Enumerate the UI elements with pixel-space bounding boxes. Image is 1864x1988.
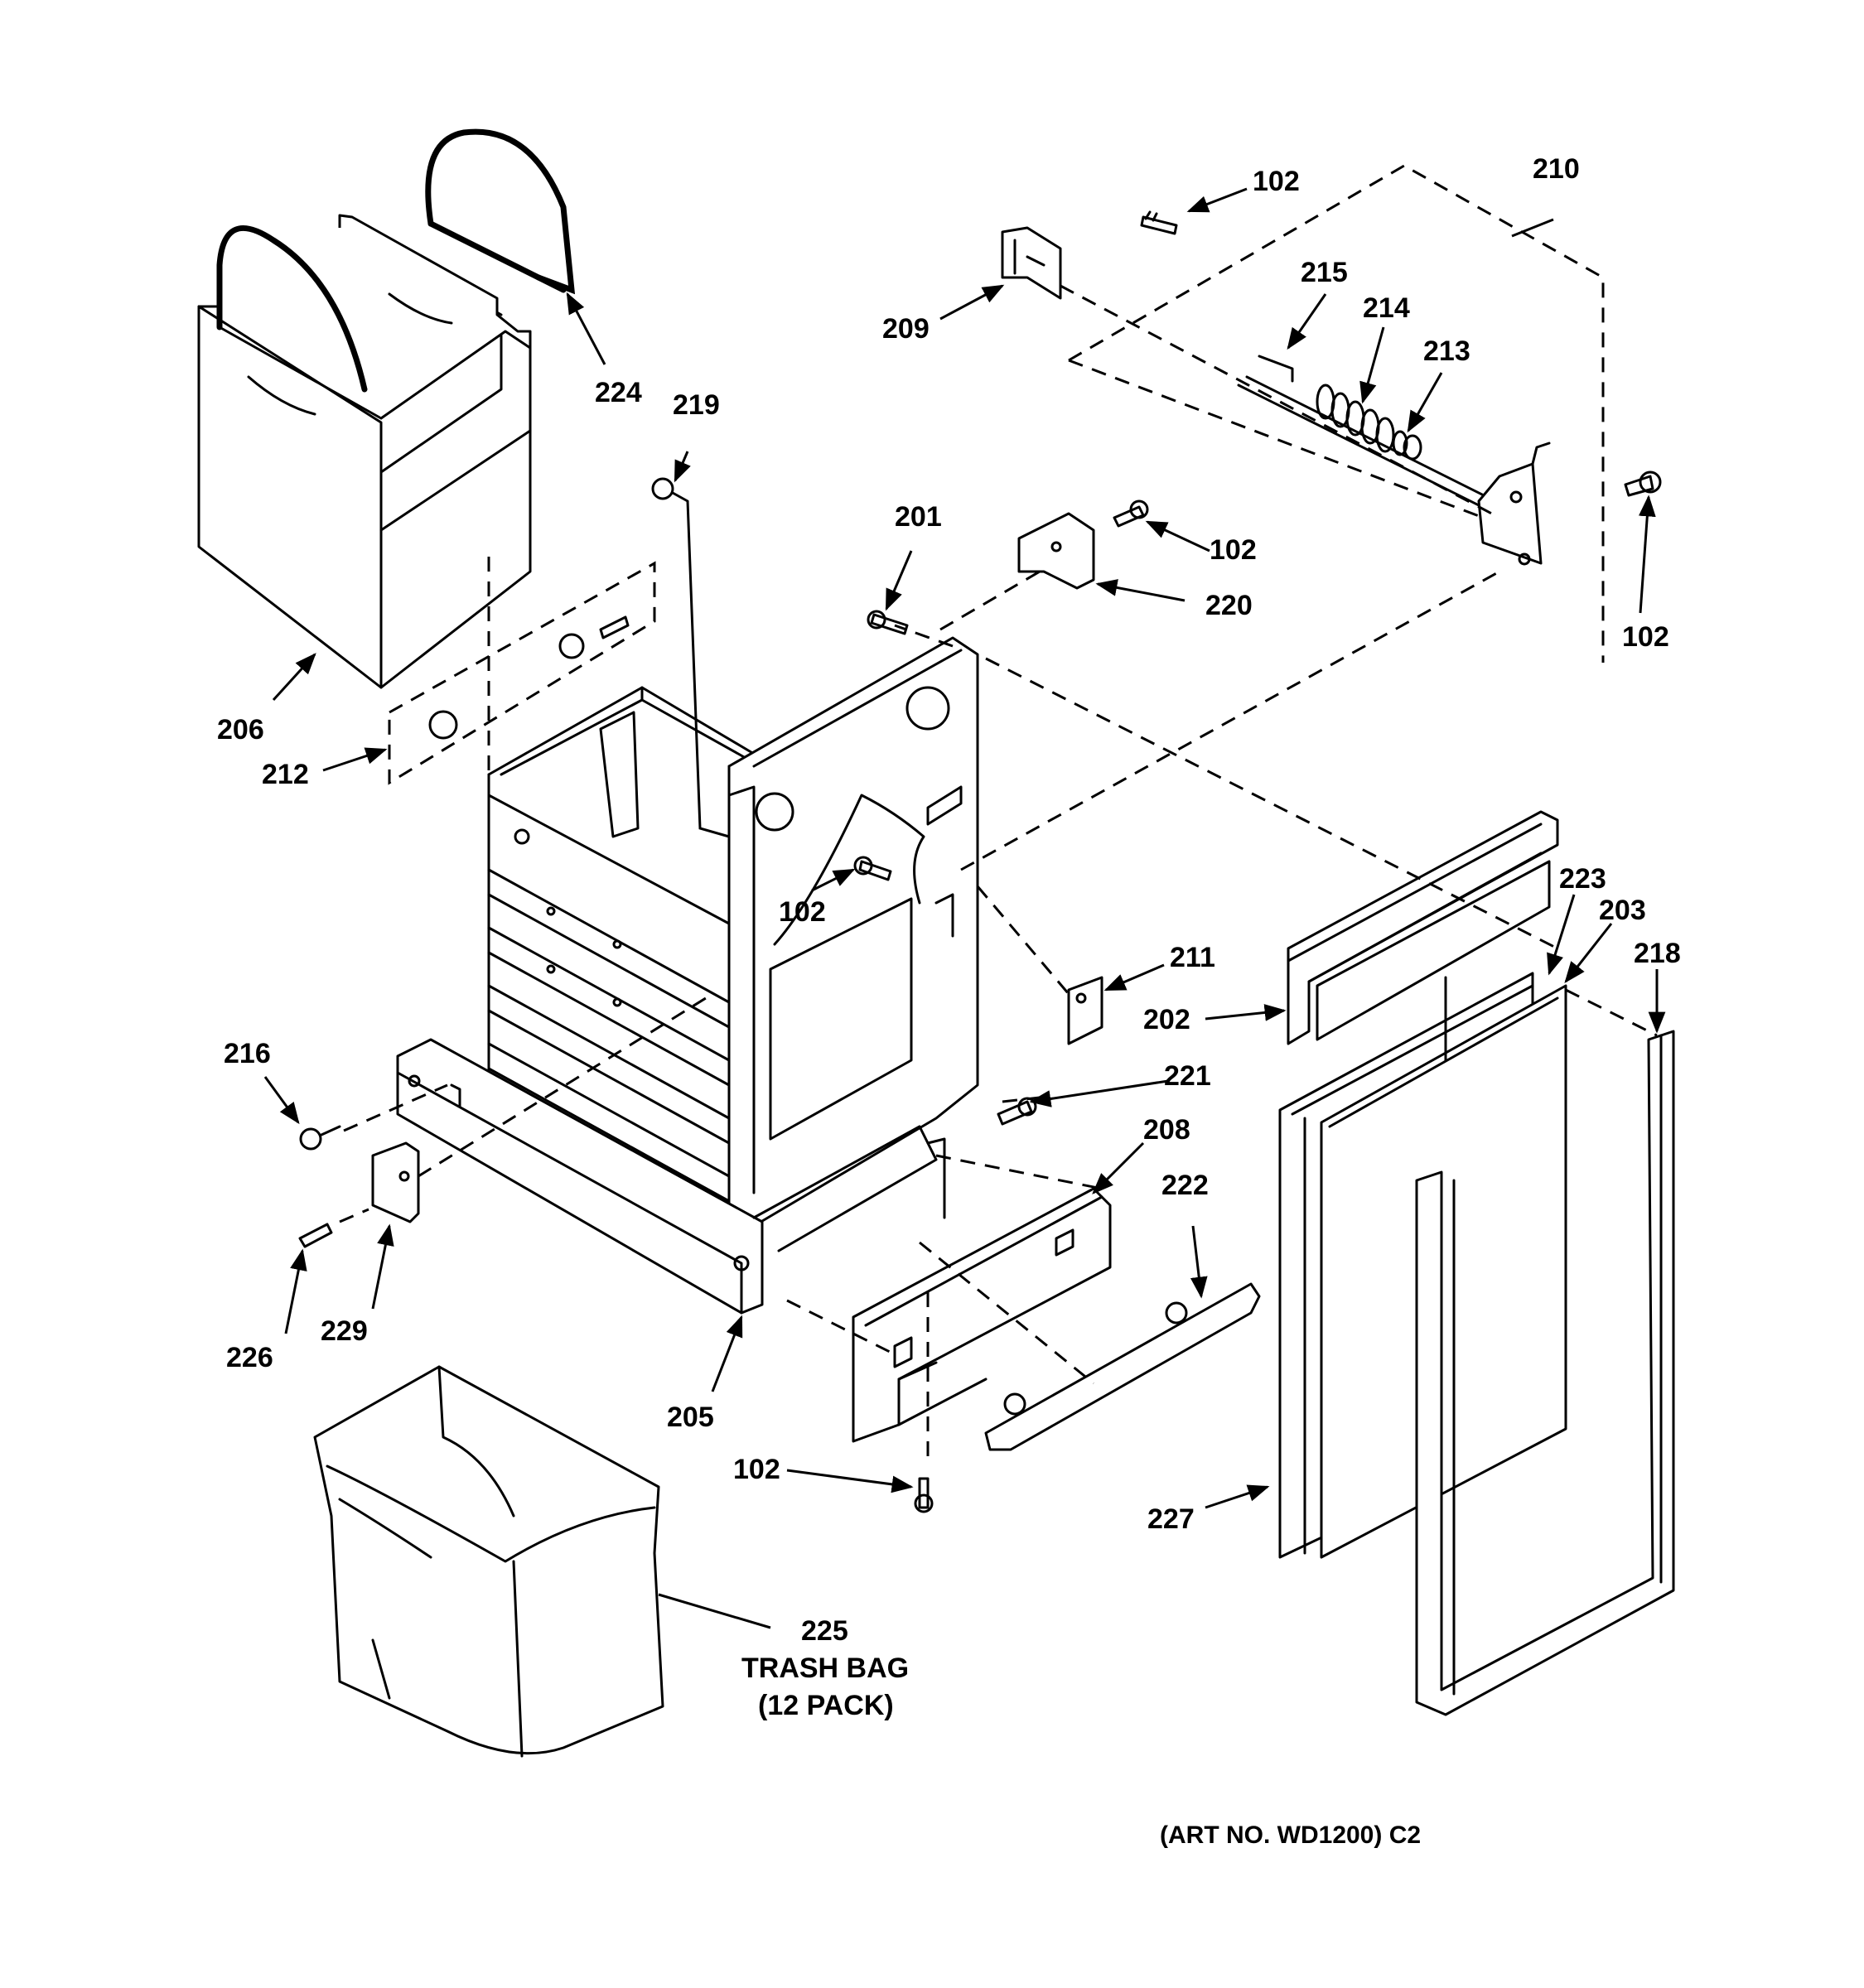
hinge-assembly-group-210 bbox=[1001, 164, 1605, 663]
screw-icon-201 bbox=[867, 610, 909, 635]
label-205: 205 bbox=[667, 1402, 714, 1433]
label-211: 211 bbox=[1170, 942, 1215, 973]
label-102-bottom: 102 bbox=[733, 1454, 780, 1485]
screw-icon-102-bottom bbox=[914, 1477, 934, 1513]
label-201: 201 bbox=[895, 501, 942, 533]
label-209: 209 bbox=[882, 313, 930, 345]
label-219: 219 bbox=[673, 389, 720, 421]
drawer-handle-part-222 bbox=[984, 1282, 1261, 1451]
label-206: 206 bbox=[217, 714, 264, 746]
label-229: 229 bbox=[321, 1315, 368, 1347]
label-215: 215 bbox=[1301, 257, 1348, 288]
label-214: 214 bbox=[1363, 292, 1410, 324]
label-210: 210 bbox=[1533, 153, 1580, 185]
label-12-pack: (12 PACK) bbox=[758, 1690, 894, 1721]
spring-icon bbox=[1316, 384, 1408, 456]
label-225: 225 bbox=[801, 1615, 848, 1647]
screw-icon-102-top bbox=[1140, 210, 1178, 235]
label-203: 203 bbox=[1599, 895, 1646, 926]
screw-icon-219 bbox=[651, 477, 730, 838]
screw-icon-102-mid bbox=[1113, 499, 1149, 528]
bracket-icon-229 bbox=[371, 1141, 420, 1223]
label-220: 220 bbox=[1205, 590, 1253, 621]
label-226: 226 bbox=[226, 1342, 273, 1373]
label-222: 222 bbox=[1161, 1170, 1209, 1201]
label-221: 221 bbox=[1164, 1060, 1211, 1092]
label-227: 227 bbox=[1147, 1503, 1195, 1535]
cabinet-part-205 bbox=[396, 636, 979, 1315]
screw-icon-226 bbox=[298, 1223, 333, 1248]
door-part-227 bbox=[1278, 972, 1567, 1559]
label-102-cabinet: 102 bbox=[779, 896, 826, 928]
trash-bag-part-225 bbox=[313, 1365, 664, 1758]
label-202: 202 bbox=[1143, 1004, 1190, 1035]
screw-icon-102-cabinet bbox=[853, 856, 892, 881]
label-trash-bag: TRASH BAG bbox=[741, 1653, 909, 1684]
callout-labels: 102 210 224 209 215 214 213 219 201 102 … bbox=[217, 153, 1681, 1849]
label-216: 216 bbox=[224, 1038, 271, 1069]
label-224: 224 bbox=[595, 377, 642, 408]
label-102-right: 102 bbox=[1622, 621, 1669, 653]
bag-holder-part-206 bbox=[197, 214, 532, 689]
bag-handle-part-224 bbox=[216, 128, 576, 393]
art-number-caption: (ART NO. WD1200) C2 bbox=[1160, 1822, 1421, 1849]
label-102-mid: 102 bbox=[1210, 534, 1257, 566]
knob-icon-216 bbox=[299, 1125, 341, 1151]
label-223: 223 bbox=[1559, 863, 1606, 895]
label-102-top: 102 bbox=[1253, 166, 1300, 197]
screw-icon-102-right bbox=[1624, 470, 1662, 497]
bracket-icon-220 bbox=[1017, 512, 1095, 590]
callout-leaders bbox=[263, 187, 1666, 1629]
door-trim-part-218 bbox=[1415, 1030, 1675, 1716]
label-212: 212 bbox=[262, 759, 309, 790]
label-218: 218 bbox=[1634, 938, 1681, 969]
door-rail-part-202 bbox=[1287, 810, 1559, 1045]
label-213: 213 bbox=[1423, 335, 1470, 367]
bracket-icon-211 bbox=[1067, 976, 1103, 1045]
fastener-icon-212 bbox=[388, 561, 656, 785]
label-208: 208 bbox=[1143, 1114, 1190, 1146]
assembly-dash-lines bbox=[339, 547, 1658, 1466]
